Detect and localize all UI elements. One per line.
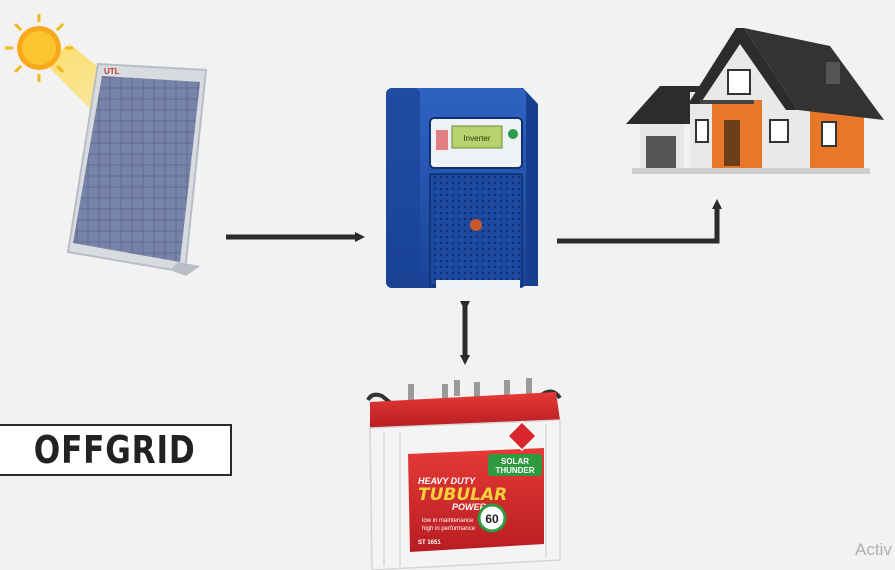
panel-brand-label: UTL bbox=[104, 67, 120, 76]
battery-badge-top: SOLAR bbox=[501, 457, 529, 466]
solar-panel-icon: UTL bbox=[66, 62, 208, 276]
activation-watermark: Activ bbox=[855, 540, 892, 559]
inverter-display-text: Inverter bbox=[463, 134, 490, 143]
arrow-inverter-to-house bbox=[557, 199, 722, 244]
battery-months: 60 bbox=[485, 512, 499, 526]
battery-badge-bottom: THUNDER bbox=[495, 466, 534, 475]
battery-line2: TUBULAR bbox=[418, 485, 507, 505]
house-icon bbox=[626, 28, 884, 174]
offgrid-label-box: OFFGRID bbox=[0, 424, 232, 476]
battery-model: ST 1651 bbox=[418, 540, 441, 546]
battery-line1: HEAVY DUTY bbox=[418, 476, 476, 486]
battery-tag1: low in maintenance bbox=[422, 518, 474, 524]
offgrid-label: OFFGRID bbox=[34, 428, 196, 472]
battery-icon: SOLAR THUNDER HEAVY DUTY TUBULAR POWER 6… bbox=[366, 378, 562, 570]
battery-line3: POWER bbox=[452, 502, 487, 512]
battery-tag2: high in performance bbox=[422, 526, 476, 532]
inverter-icon: Inverter bbox=[386, 88, 538, 288]
